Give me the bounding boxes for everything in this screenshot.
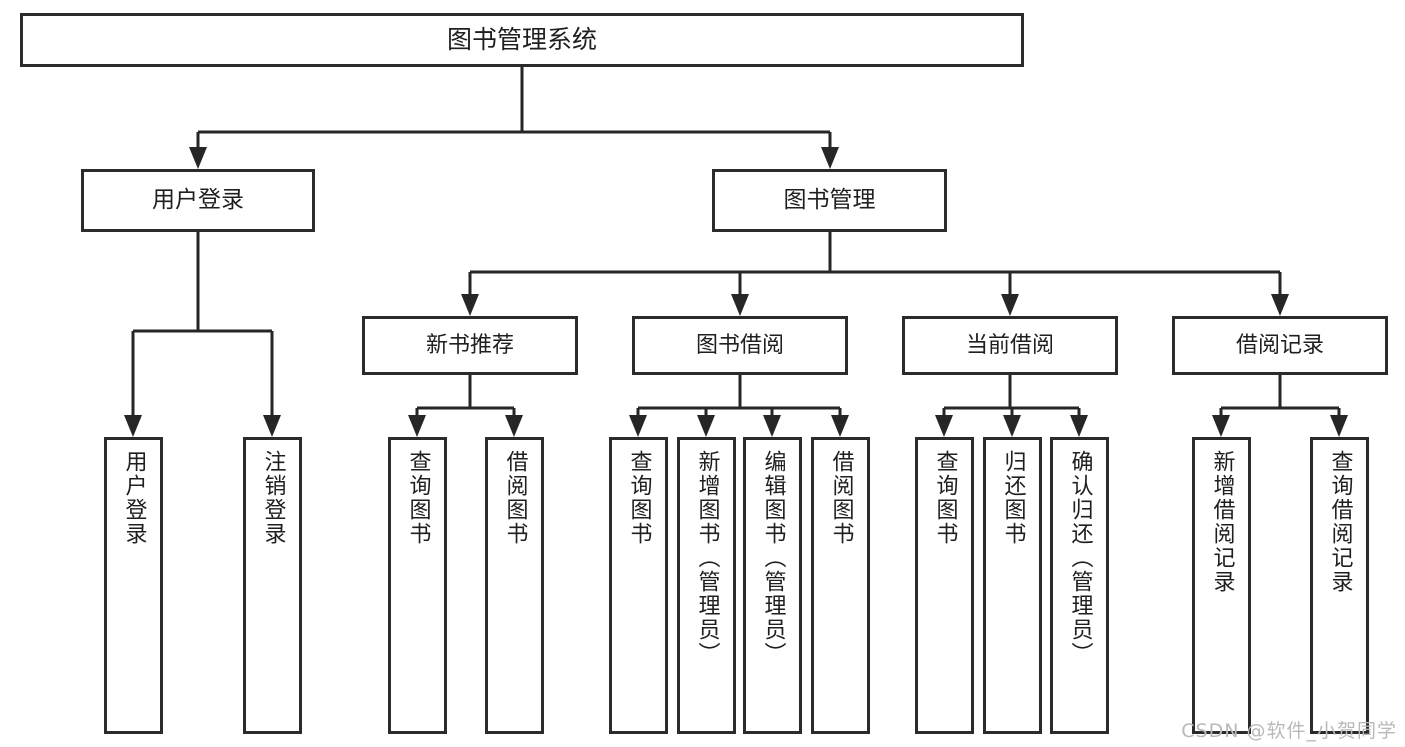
node-leaf-query-book-1[interactable]: 查询图书 xyxy=(388,437,447,734)
node-leaf-query-record[interactable]: 查询借阅记录 xyxy=(1310,437,1369,734)
node-leaf-query-book-3[interactable]: 查询图书 xyxy=(915,437,974,734)
node-borrow-record-label: 借阅记录 xyxy=(1235,332,1324,358)
arrow-head-leaf-borrow-book-1 xyxy=(505,415,523,437)
node-leaf-return-book-label: 归还图书 xyxy=(1000,450,1026,546)
watermark: CSDN @软件_小贺同学 xyxy=(1181,720,1397,742)
arrow-head-current-borrow xyxy=(1001,294,1019,316)
node-borrow-record[interactable]: 借阅记录 xyxy=(1172,316,1388,375)
arrow-head-leaf-edit-book xyxy=(763,415,781,437)
node-book-borrow[interactable]: 图书借阅 xyxy=(632,316,848,375)
node-leaf-borrow-book-2[interactable]: 借阅图书 xyxy=(811,437,870,734)
arrow-head-user-login xyxy=(189,147,207,169)
node-leaf-user-login-label: 用户登录 xyxy=(121,450,147,546)
node-new-book-recommend-label: 新书推荐 xyxy=(425,332,514,358)
node-book-manage-label: 图书管理 xyxy=(783,186,876,213)
node-leaf-confirm-return-label: 确认归还（管理员） xyxy=(1067,450,1093,666)
node-leaf-query-book-2[interactable]: 查询图书 xyxy=(609,437,668,734)
node-leaf-edit-book-label: 编辑图书（管理员） xyxy=(760,450,786,666)
node-leaf-add-book[interactable]: 新增图书（管理员） xyxy=(677,437,736,734)
arrow-head-leaf-return-book xyxy=(1003,415,1021,437)
node-leaf-logout-login[interactable]: 注销登录 xyxy=(243,437,302,734)
node-leaf-add-record-label: 新增借阅记录 xyxy=(1209,450,1235,594)
node-leaf-return-book[interactable]: 归还图书 xyxy=(983,437,1042,734)
node-book-borrow-label: 图书借阅 xyxy=(695,332,784,358)
arrow-head-leaf-query-book-3 xyxy=(935,415,953,437)
node-root[interactable]: 图书管理系统 xyxy=(20,13,1024,67)
arrow-head-leaf-logout-login xyxy=(263,415,281,437)
node-root-label: 图书管理系统 xyxy=(446,25,597,55)
node-leaf-borrow-book-2-label: 借阅图书 xyxy=(828,450,854,546)
arrow-head-new-book-recommend xyxy=(461,294,479,316)
arrow-head-leaf-borrow-book-2 xyxy=(831,415,849,437)
node-leaf-borrow-book-1[interactable]: 借阅图书 xyxy=(485,437,544,734)
arrow-head-book-borrow xyxy=(731,294,749,316)
node-leaf-logout-login-label: 注销登录 xyxy=(260,450,286,546)
node-leaf-edit-book[interactable]: 编辑图书（管理员） xyxy=(743,437,802,734)
node-leaf-query-book-2-label: 查询图书 xyxy=(626,450,652,546)
node-user-login-label: 用户登录 xyxy=(152,186,244,213)
node-leaf-add-book-label: 新增图书（管理员） xyxy=(694,450,720,666)
node-current-borrow[interactable]: 当前借阅 xyxy=(902,316,1118,375)
arrow-head-leaf-query-book-2 xyxy=(629,415,647,437)
node-leaf-query-record-label: 查询借阅记录 xyxy=(1327,450,1353,594)
arrow-head-leaf-add-book xyxy=(697,415,715,437)
arrow-head-leaf-query-book-1 xyxy=(408,415,426,437)
arrow-head-leaf-confirm-return xyxy=(1070,415,1088,437)
node-leaf-confirm-return[interactable]: 确认归还（管理员） xyxy=(1050,437,1109,734)
node-leaf-user-login[interactable]: 用户登录 xyxy=(104,437,163,734)
node-leaf-borrow-book-1-label: 借阅图书 xyxy=(502,450,528,546)
node-current-borrow-label: 当前借阅 xyxy=(965,332,1054,358)
arrow-head-leaf-query-record xyxy=(1330,415,1348,437)
arrow-head-book-manage xyxy=(821,147,839,169)
arrow-head-leaf-add-record xyxy=(1212,415,1230,437)
node-book-manage[interactable]: 图书管理 xyxy=(712,169,947,232)
node-leaf-add-record[interactable]: 新增借阅记录 xyxy=(1192,437,1251,734)
node-user-login[interactable]: 用户登录 xyxy=(81,169,315,232)
arrow-head-borrow-record xyxy=(1271,294,1289,316)
node-leaf-query-book-3-label: 查询图书 xyxy=(932,450,958,546)
node-leaf-query-book-1-label: 查询图书 xyxy=(405,450,431,546)
node-new-book-recommend[interactable]: 新书推荐 xyxy=(362,316,578,375)
arrow-head-leaf-user-login xyxy=(124,415,142,437)
